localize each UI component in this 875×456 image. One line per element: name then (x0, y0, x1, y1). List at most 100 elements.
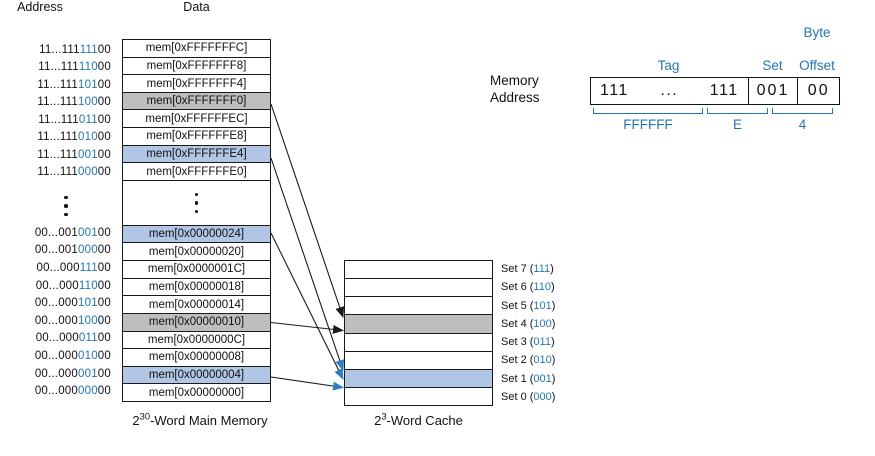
set-label-text: Set 2 ( (501, 354, 534, 367)
ellipsis-dot (194, 192, 199, 197)
address-tag-bits: 00...001 (34, 244, 78, 257)
cache-caption: 23-Word Cache (344, 411, 493, 428)
set-label-bits: 111 (533, 263, 551, 276)
memory-data-row: mem[0xFFFFFFF8] (123, 56, 270, 75)
caption-base: 2 (132, 413, 140, 428)
memory-data-value: mem[0x00000024] (148, 228, 245, 241)
address-offset-bits: 00 (97, 131, 111, 144)
set-label-text: ) (551, 299, 556, 312)
hex-brace-tag (593, 108, 703, 114)
caption-exponent: 3 (381, 411, 387, 422)
memory-address-label: Memory Address (490, 72, 540, 106)
hex-value-tag: FFFFFF (623, 117, 673, 132)
address-tag-bits: 00...000 (34, 349, 78, 362)
data-column-header: Data (183, 0, 210, 14)
memory-data-value: mem[0x00000010] (148, 316, 245, 329)
address-column-header: Address (17, 0, 63, 14)
memory-data-row: mem[0xFFFFFFFC] (123, 40, 270, 57)
cache-set-row (345, 261, 492, 279)
address-set-bits: 011 (78, 332, 98, 345)
address-offset-bits: 00 (97, 166, 111, 179)
cache-set-row (345, 386, 492, 405)
address-tag-bits: 11...111 (37, 78, 78, 91)
address-set-bits: 100 (78, 96, 98, 109)
memory-data-value: mem[0x00000014] (148, 298, 245, 311)
address-tag-bits: 11...111 (37, 131, 78, 144)
set-label-bits: 011 (533, 336, 551, 349)
set-label-text: Set 1 ( (501, 372, 534, 385)
hex-brace-mid (707, 108, 768, 114)
address-tag-bits: 00...000 (36, 261, 80, 274)
address-offset-bits: 00 (97, 385, 111, 398)
set-label-text: ) (551, 390, 556, 403)
address-tag-bits: 00...000 (35, 332, 79, 345)
memory-data-row: mem[0x00000008] (123, 348, 270, 366)
hex-brace-low (772, 108, 833, 114)
memory-data-row: mem[0xFFFFFFF0] (123, 91, 270, 110)
mapping-arrow-blue (270, 157, 345, 371)
address-tag-bits: 00...000 (35, 279, 79, 292)
ellipsis-dot (64, 195, 68, 200)
cache-set-label: Set 7 (111) (501, 260, 591, 278)
memory-data-value: mem[0xFFFFFFE8] (146, 130, 247, 143)
memory-address-box: 111 ... 111 001 00 (590, 77, 840, 105)
set-label-bits: 101 (533, 299, 552, 312)
set-field-value: 001 (747, 78, 798, 104)
memory-data-row: mem[0xFFFFFFE8] (123, 127, 270, 145)
memory-data-value: mem[0x00000020] (148, 245, 245, 258)
cache-set-label: Set 2 (010) (501, 351, 591, 369)
memory-data-row: mem[0x00000024] (123, 224, 270, 243)
mapping-arrow-blue (270, 376, 344, 391)
cache-set-row (345, 296, 492, 315)
address-offset-bits: 00 (97, 43, 111, 56)
address-set-bits: 000 (78, 166, 98, 179)
address-set-bits: 011 (78, 113, 98, 126)
memory-data-row: mem[0x00000004] (123, 365, 270, 384)
address-tag-bits: 11...111 (37, 96, 78, 109)
address-set-bits: 101 (78, 297, 98, 310)
caption-exponent: 30 (139, 411, 151, 422)
set-label-bits: 000 (533, 390, 552, 403)
address-set-bits: 111 (79, 261, 98, 274)
ellipsis-dot (194, 209, 199, 214)
caption-base: 2 (374, 413, 382, 428)
memory-data-value: mem[0x00000000] (148, 386, 245, 399)
offset-field-value: 00 (797, 78, 839, 104)
set-label-text: ) (550, 281, 555, 294)
address-set-bits: 111 (79, 43, 98, 56)
cache-set-row (345, 332, 492, 351)
cache-set-label: Set 0 (000) (501, 388, 591, 406)
set-label-bits: 100 (533, 317, 552, 330)
address-offset-bits: 00 (97, 96, 111, 109)
address-tag-bits: 00...000 (34, 367, 78, 380)
address-tag-bits: 11...111 (38, 61, 79, 74)
main-memory-caption: 230-Word Main Memory (40, 411, 360, 428)
address-set-bits: 001 (78, 367, 98, 380)
address-offset-bits: 00 (97, 349, 111, 362)
cache-set-row (345, 314, 492, 333)
set-label-text: Set 0 ( (501, 390, 534, 403)
set-label-text: Set 3 ( (501, 336, 534, 349)
address-tag-bits: 00...000 (34, 314, 78, 327)
address-offset-bits: 00 (97, 332, 111, 345)
address-offset-bits: 00 (97, 113, 111, 126)
set-label-bits: 110 (533, 281, 551, 294)
address-offset-bits: 00 (97, 297, 111, 310)
address-set-bits: 101 (78, 78, 98, 91)
memory-data-row: mem[0x00000000] (123, 383, 270, 401)
cache-set-label: Set 6 (110) (501, 278, 591, 296)
address-tag-bits: 00...001 (34, 226, 78, 239)
cache-set-label: Set 3 (011) (501, 333, 591, 351)
address-offset-bits: 00 (97, 244, 111, 257)
set-label-text: Set 4 ( (501, 317, 534, 330)
